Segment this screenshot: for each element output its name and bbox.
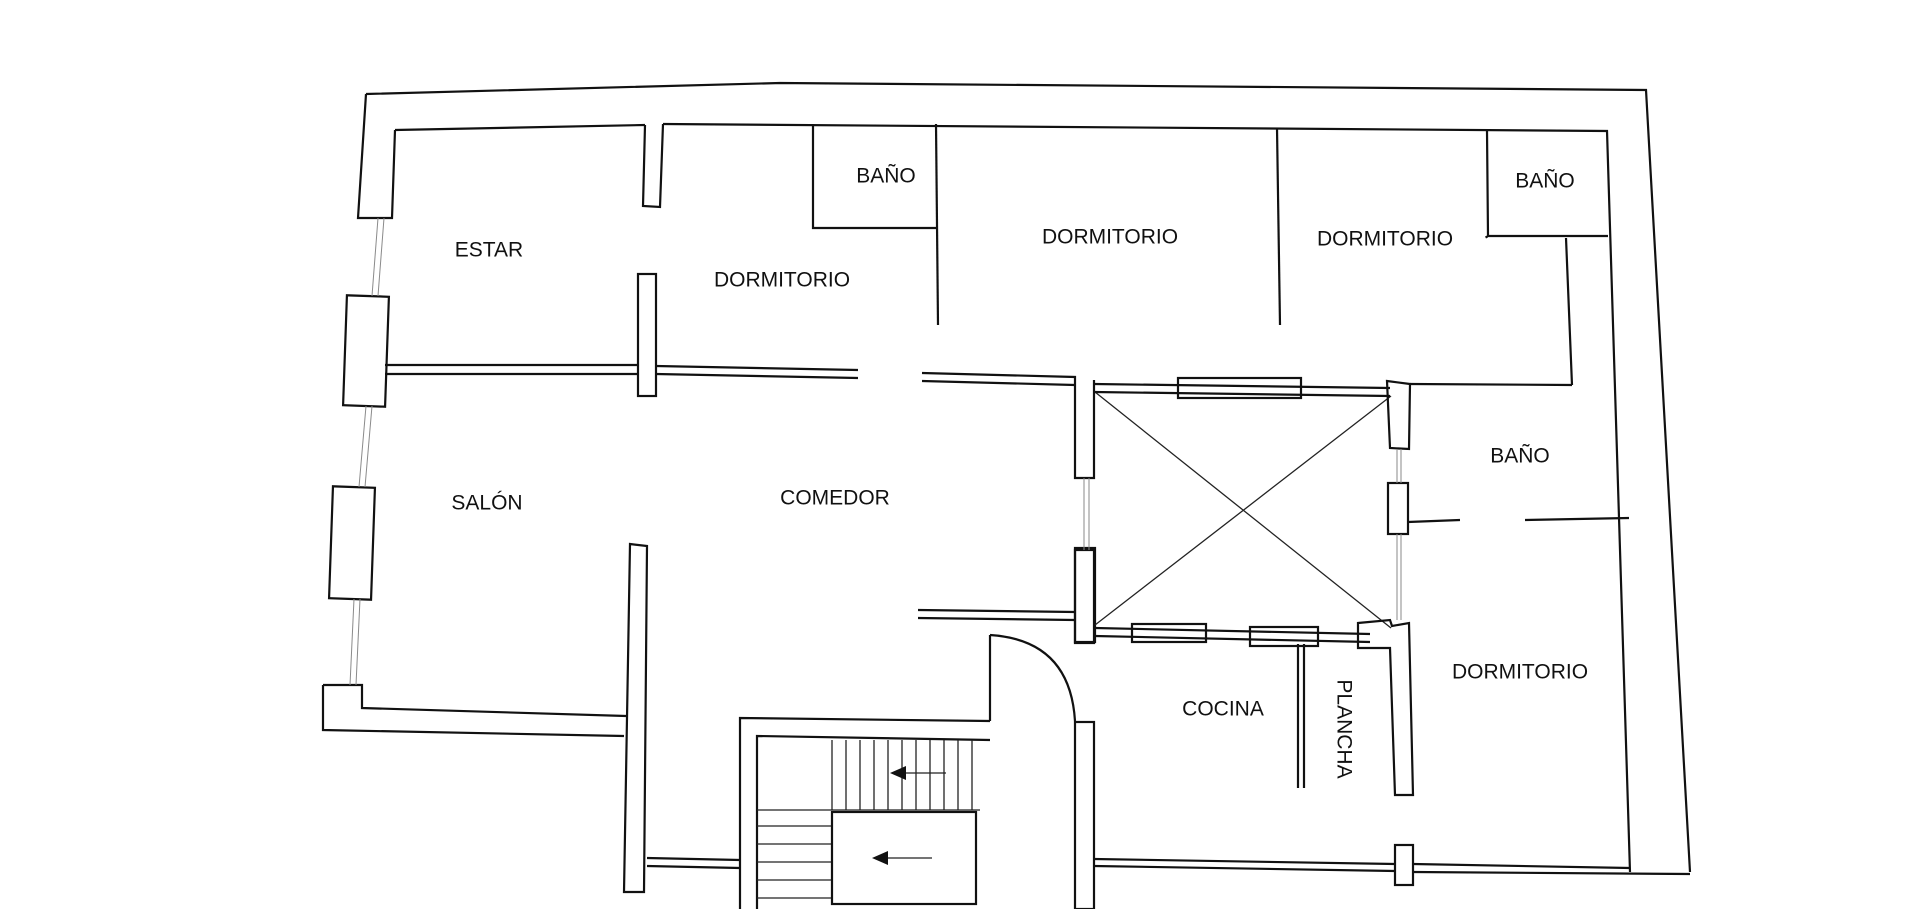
- interior-walls: [385, 123, 1691, 909]
- window-piers: [327, 217, 391, 686]
- room-label-dormitorio-1: DORMITORIO: [714, 269, 850, 292]
- room-label-estar: ESTAR: [455, 239, 523, 262]
- room-label-bano-1: BAÑO: [856, 164, 916, 188]
- room-label-dormitorio-2: DORMITORIO: [1042, 226, 1178, 249]
- room-label-bano-3: BAÑO: [1490, 444, 1550, 468]
- stair-arrow-icon: [872, 766, 946, 865]
- stair-treads: [757, 740, 980, 906]
- room-label-dormitorio-4: DORMITORIO: [1452, 661, 1588, 684]
- room-label-bano-2: BAÑO: [1515, 169, 1575, 193]
- room-labels: ESTAR DORMITORIO BAÑO DORMITORIO DORMITO…: [451, 164, 1588, 779]
- room-label-dormitorio-3: DORMITORIO: [1317, 228, 1453, 251]
- room-label-salon: SALÓN: [451, 492, 522, 515]
- room-label-comedor: COMEDOR: [780, 487, 890, 510]
- room-label-plancha: PLANCHA: [1332, 679, 1355, 778]
- room-label-cocina: COCINA: [1182, 698, 1264, 721]
- outer-walls: [321, 81, 1692, 873]
